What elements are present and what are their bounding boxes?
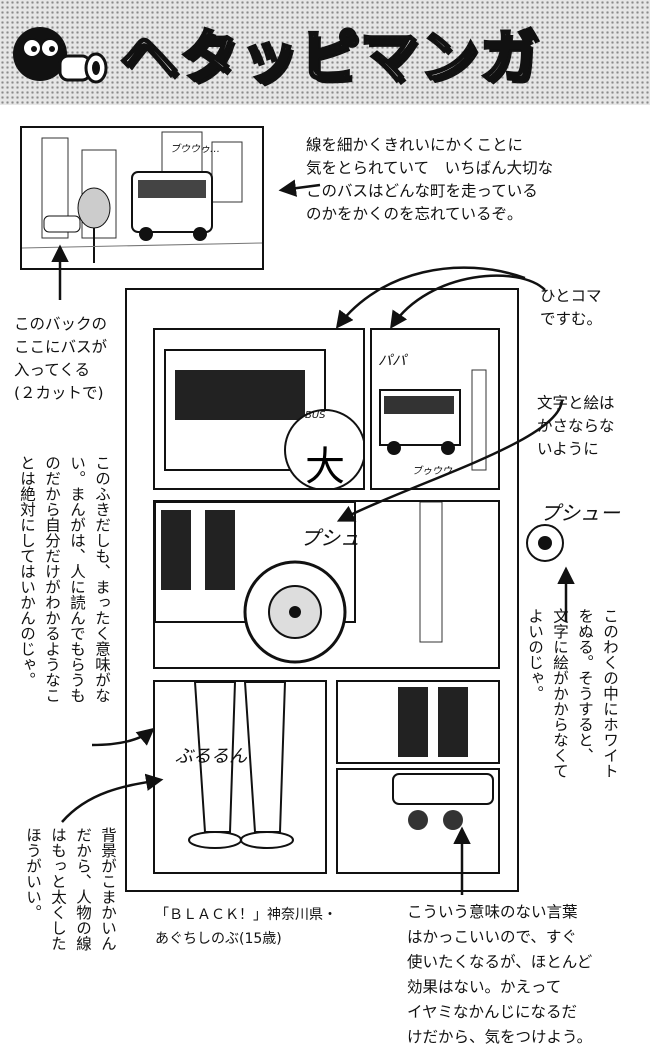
page-title: ヘタッピマンガ bbox=[118, 22, 541, 93]
sfx-pushu-panel: プシュ bbox=[300, 526, 360, 550]
panel-feet bbox=[336, 768, 500, 874]
bus-front-drawing: 大 bbox=[164, 349, 363, 488]
manga-page-frame bbox=[125, 288, 519, 892]
credit: 「ＢＬＡＣＫ！」神奈川県・ あぐちしのぶ(15歳) bbox=[155, 907, 337, 947]
door-drawing bbox=[398, 687, 468, 757]
panel-door bbox=[336, 680, 500, 764]
mascot-face-icon bbox=[13, 27, 108, 84]
side-wheel-drawing bbox=[526, 524, 564, 562]
street-bus-panel: ブウウゥ… bbox=[20, 126, 264, 270]
sfx-papa: パパ bbox=[378, 353, 406, 369]
panel-bus-street: パパ ブゥウウ bbox=[370, 328, 500, 490]
panel-bus-front: 大 BUS bbox=[153, 328, 365, 490]
note-bus-street: 線を細かくきれいにかくことに 気をとられていて いちばん大切な このバスはどんな… bbox=[306, 136, 554, 223]
sfx-burun: ぶるるん bbox=[175, 746, 247, 767]
note-balloon-meaning: このふきだしも、まったく意味がな い。まんがは、人に読んでもらうも のだから自分… bbox=[18, 455, 111, 703]
note-background-bus: このバックの ここにバスが 入ってくる (２カットで) bbox=[14, 315, 108, 402]
sfx-bu: ブゥウウ bbox=[412, 466, 452, 477]
svg-text:大: 大 bbox=[305, 444, 345, 488]
note-meaningless-words: こういう意味のない言葉 はかっこいいので、すぐ 使いたくなるが、ほとんど 効果は… bbox=[407, 903, 593, 1046]
note-bg-lines: 背景がこまかいん だから、人物の線 はもっと太くした ほうがいい。 bbox=[24, 827, 117, 951]
panel-bus-wheel: プシュ bbox=[153, 500, 500, 669]
header-banner: ヘタッピマンガ bbox=[0, 0, 650, 105]
feet-drawing bbox=[392, 773, 494, 830]
panel-legs: ぶるるん bbox=[153, 680, 327, 874]
note-one-panel: ひとコマ ですむ。 bbox=[540, 287, 603, 328]
note-text-overlap: 文字と絵は かさならな いように bbox=[537, 394, 615, 458]
legs-drawing bbox=[188, 682, 294, 849]
sfx-top-bus: ブウウゥ… bbox=[170, 144, 220, 155]
note-white-box: このわくの中にホワイト をぬる。そうすると、 文字に絵がかからなくて よいのじゃ… bbox=[526, 608, 619, 779]
sfx-pushu-side: プシュー bbox=[540, 501, 620, 525]
sfx-bus-label: BUS bbox=[305, 410, 326, 421]
street-bus-drawing bbox=[22, 131, 262, 263]
bus-wheel-drawing bbox=[155, 502, 443, 664]
